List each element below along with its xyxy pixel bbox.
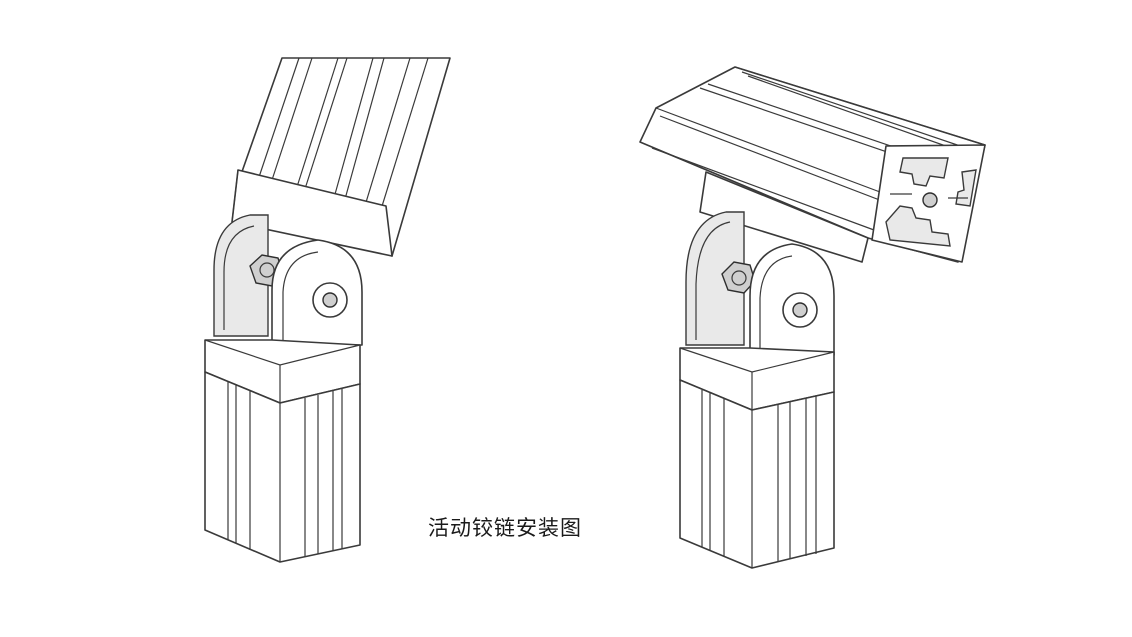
left-upper-profile <box>231 57 451 257</box>
left-hinge-back-plate <box>213 214 269 337</box>
left-hinge-front-lug <box>271 239 363 346</box>
right-hinge-front-lug <box>749 243 835 356</box>
left-hinge-assembly <box>204 57 451 563</box>
diagram-caption: 活动铰链安装图 <box>428 516 582 540</box>
right-hinge-back-plate <box>685 211 745 346</box>
right-upper-profile <box>639 66 986 263</box>
right-lower-profile <box>679 379 835 569</box>
right-profile-slot-right <box>955 169 977 207</box>
left-lower-profile <box>204 371 361 563</box>
right-hinge-assembly <box>639 66 986 569</box>
right-profile-slot-bottom <box>885 205 951 247</box>
right-profile-collar <box>699 171 869 263</box>
right-profile-center-bore <box>922 192 938 208</box>
right-profile-slot-top <box>899 157 949 187</box>
